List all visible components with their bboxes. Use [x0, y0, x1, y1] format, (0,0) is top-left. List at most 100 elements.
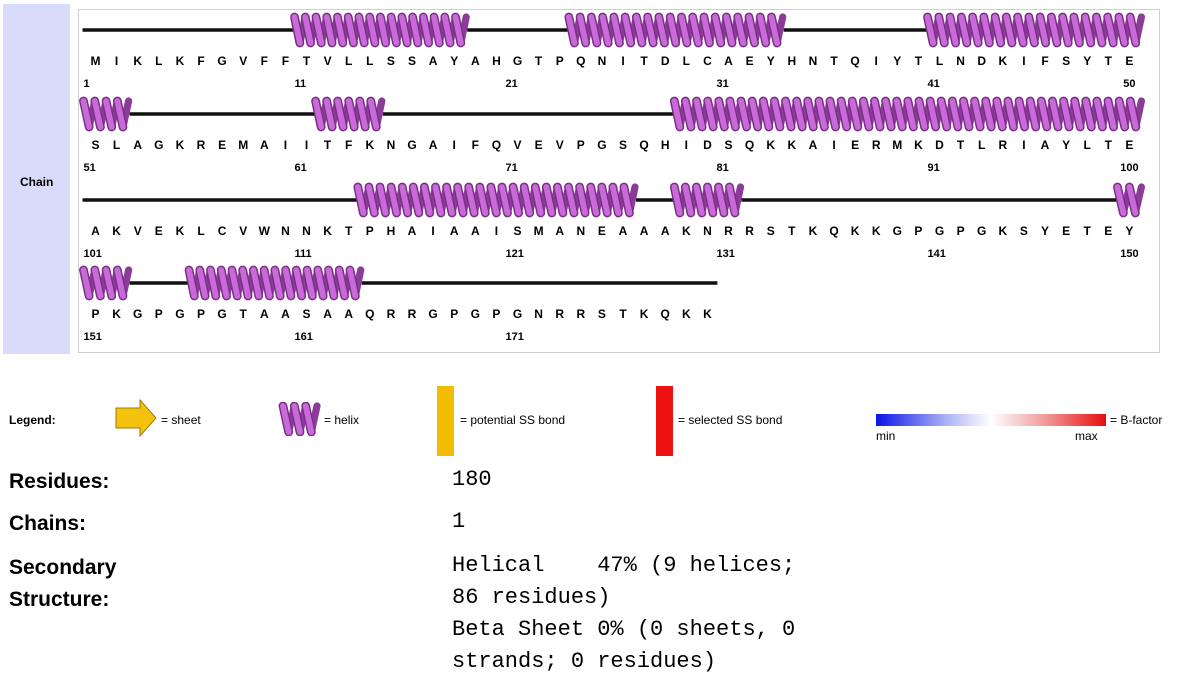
residue-letter: F	[197, 54, 204, 68]
residue-letter: D	[977, 54, 986, 68]
residue-letter: G	[597, 138, 606, 152]
residue-letter: K	[914, 138, 923, 152]
residue-letter: E	[218, 138, 226, 152]
residue-letter: I	[115, 54, 118, 68]
residue-number: 131	[717, 248, 735, 260]
residue-letter: A	[724, 54, 733, 68]
residue-letter: K	[133, 54, 142, 68]
helix-segment	[184, 265, 365, 301]
helix-segment	[564, 12, 787, 48]
residue-letter: M	[238, 138, 248, 152]
residue-letter: E	[1125, 54, 1133, 68]
chains-label: Chains:	[9, 512, 87, 535]
residue-letter: M	[892, 138, 902, 152]
legend-bfactor-label: = B-factor	[1110, 413, 1163, 427]
residue-letter: L	[113, 138, 120, 152]
residue-letter: G	[513, 307, 522, 321]
residue-letter: T	[1084, 224, 1092, 238]
residue-letter: P	[957, 224, 965, 238]
residue-letter: G	[471, 307, 480, 321]
residue-letter: T	[303, 54, 311, 68]
residue-letter: P	[366, 224, 374, 238]
residue-letter: K	[323, 224, 332, 238]
potential-ss-bond-swatch	[437, 386, 454, 456]
residue-letter: K	[703, 307, 712, 321]
residue-letter: I	[1022, 138, 1025, 152]
residue-letter: S	[767, 224, 775, 238]
secondary-line-1: Helical 47% (9 helices;	[452, 553, 796, 578]
secondary-label-2: Structure:	[9, 588, 110, 611]
residue-letter: H	[387, 224, 396, 238]
helix-segment	[353, 182, 639, 218]
residue-letter: Q	[576, 54, 585, 68]
legend-title: Legend:	[9, 413, 56, 427]
residue-letter: Q	[850, 54, 859, 68]
residue-letter: V	[239, 224, 247, 238]
residue-letter: N	[703, 224, 712, 238]
residue-letter: N	[387, 138, 396, 152]
residue-letter: Q	[639, 138, 648, 152]
residue-letter: F	[472, 138, 479, 152]
residue-letter: T	[619, 307, 627, 321]
residue-letter: E	[1125, 138, 1133, 152]
residue-letter: I	[1022, 54, 1025, 68]
residue-letter: S	[619, 138, 627, 152]
residue-letter: K	[787, 138, 796, 152]
residue-letter: Y	[1125, 224, 1133, 238]
helix-segment	[311, 96, 386, 132]
residue-letter: S	[598, 307, 606, 321]
b-factor-gradient	[876, 414, 1106, 426]
legend-selected-ss-label: = selected SS bond	[678, 413, 783, 427]
residue-letter: L	[366, 54, 373, 68]
residue-letter: S	[302, 307, 310, 321]
residue-letter: F	[282, 54, 289, 68]
residue-letter: K	[682, 224, 691, 238]
residue-number: 101	[84, 248, 102, 260]
residue-letter: G	[893, 224, 902, 238]
residue-letter: G	[154, 138, 163, 152]
residue-letter: A	[429, 138, 438, 152]
helix-segment	[1113, 182, 1145, 218]
residue-letter: Y	[1062, 138, 1070, 152]
residue-letter: I	[875, 54, 878, 68]
residue-number: 100	[1120, 162, 1138, 174]
residue-letter: Q	[745, 138, 754, 152]
residue-letter: S	[1020, 224, 1028, 238]
residue-letter: R	[197, 138, 206, 152]
residue-number: 11	[295, 78, 307, 90]
residue-letter: N	[809, 54, 818, 68]
residue-letter: A	[555, 224, 564, 238]
residue-letter: Y	[1083, 54, 1091, 68]
residue-letter: A	[661, 224, 670, 238]
residue-letter: N	[281, 224, 290, 238]
secondary-line-4: strands; 0 residues)	[452, 649, 717, 674]
residue-letter: G	[935, 224, 944, 238]
residue-letter: A	[640, 224, 649, 238]
residue-letter: R	[745, 224, 754, 238]
residue-letter: T	[640, 54, 648, 68]
residue-letter: R	[576, 307, 585, 321]
residue-number: 21	[506, 78, 518, 90]
residue-number: 150	[1120, 248, 1138, 260]
residue-letter: Y	[767, 54, 775, 68]
residue-letter: E	[851, 138, 859, 152]
residue-letter: N	[576, 224, 585, 238]
residue-letter: V	[324, 54, 332, 68]
secondary-line-2: 86 residues)	[452, 585, 611, 610]
residue-letter: I	[495, 224, 498, 238]
residue-number: 91	[928, 162, 940, 174]
chains-value: 1	[452, 509, 466, 534]
residue-letter: T	[1105, 54, 1113, 68]
residue-letter: G	[513, 54, 522, 68]
residue-letter: H	[492, 54, 501, 68]
residue-letter: P	[914, 224, 922, 238]
residue-letter: K	[766, 138, 775, 152]
residue-letter: C	[218, 224, 227, 238]
residue-letter: T	[788, 224, 796, 238]
residue-letter: A	[133, 138, 142, 152]
residue-letter: Y	[893, 54, 901, 68]
residue-letter: K	[851, 224, 860, 238]
